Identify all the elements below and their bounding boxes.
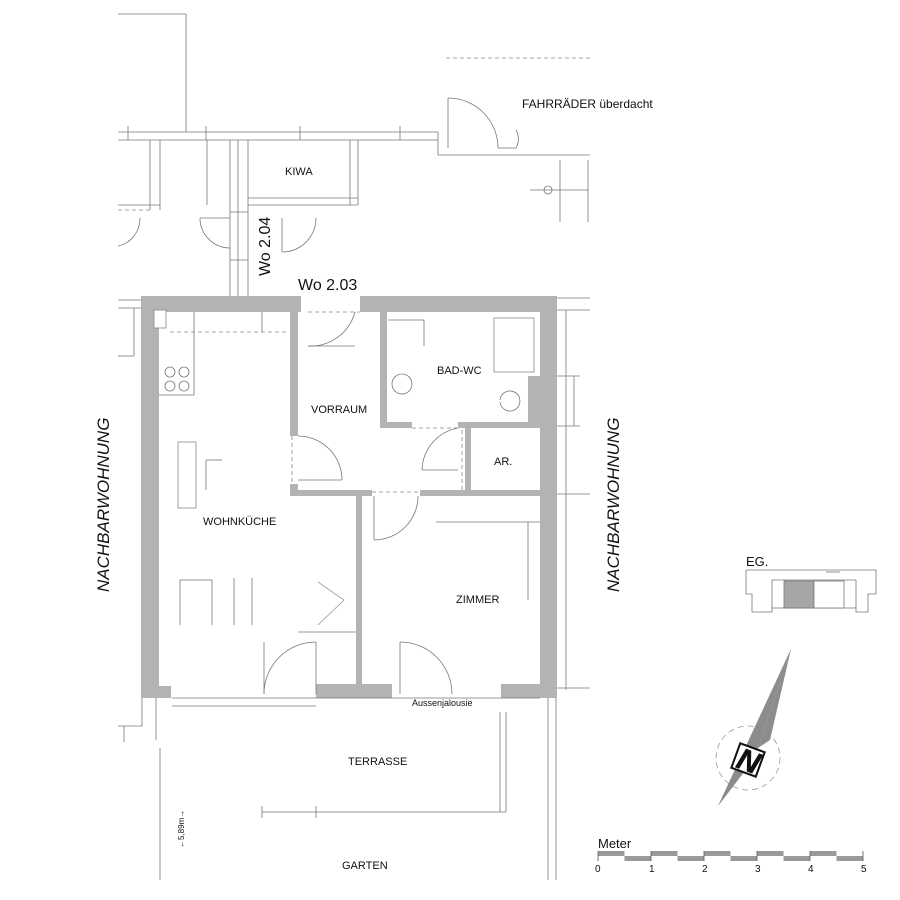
scale-bar: Meter 0 1 2 3 4 5	[595, 836, 867, 875]
scale-segment	[836, 856, 863, 861]
upper-building-lines	[117, 13, 590, 298]
scale-tick-5: 5	[861, 864, 867, 875]
label-vorraum: VORRAUM	[311, 404, 367, 416]
scale-segment	[810, 851, 837, 856]
label-zimmer: ZIMMER	[456, 594, 499, 606]
label-nachbarwohnung-left: NACHBARWOHNUNG	[94, 418, 113, 592]
scale-segment	[730, 856, 757, 861]
label-wo-2-03: Wo 2.03	[298, 277, 357, 294]
scale-segment	[783, 856, 810, 861]
label-kiwa: KIWA	[285, 166, 313, 178]
label-eg: EG.	[746, 554, 768, 569]
neighbour-traces	[118, 297, 590, 742]
scale-tick-0: 0	[595, 864, 601, 875]
scale-segment	[757, 851, 784, 856]
label-terrasse: TERRASSE	[348, 756, 407, 768]
scale-tick-1: 1	[649, 864, 655, 875]
scale-segment	[677, 856, 704, 861]
interior-fixtures	[153, 309, 540, 695]
scale-tick-2: 2	[702, 864, 708, 875]
label-wohnkueche: WOHNKÜCHE	[203, 516, 276, 528]
compass-needle	[718, 649, 791, 806]
scale-segment	[651, 851, 678, 856]
north-arrow: N	[715, 649, 791, 806]
label-ar: AR.	[494, 456, 512, 468]
label-garten: GARTEN	[342, 860, 388, 872]
scale-tick-3: 3	[755, 864, 761, 875]
scale-tick-4: 4	[808, 864, 814, 875]
key-plan-highlight	[783, 580, 815, 609]
key-plan: EG.	[745, 554, 877, 613]
label-nachbarwohnung-right: NACHBARWOHNUNG	[604, 418, 623, 592]
label-wo-2-04: Wo 2.04	[257, 217, 274, 276]
scale-segment	[704, 851, 731, 856]
apartment-walls	[141, 296, 557, 698]
scale-segment	[624, 856, 651, 861]
label-aussenjalousie: Aussenjalousie	[412, 698, 473, 708]
label-fahrraeder: FAHRRÄDER überdacht	[522, 97, 653, 111]
scale-segment	[598, 851, 625, 856]
scale-title: Meter	[598, 836, 632, 851]
terrace-outlines	[155, 697, 557, 880]
label-dimension: ←5,89m→	[177, 810, 186, 848]
label-bad-wc: BAD-WC	[437, 365, 482, 377]
scale-segments	[597, 851, 864, 861]
